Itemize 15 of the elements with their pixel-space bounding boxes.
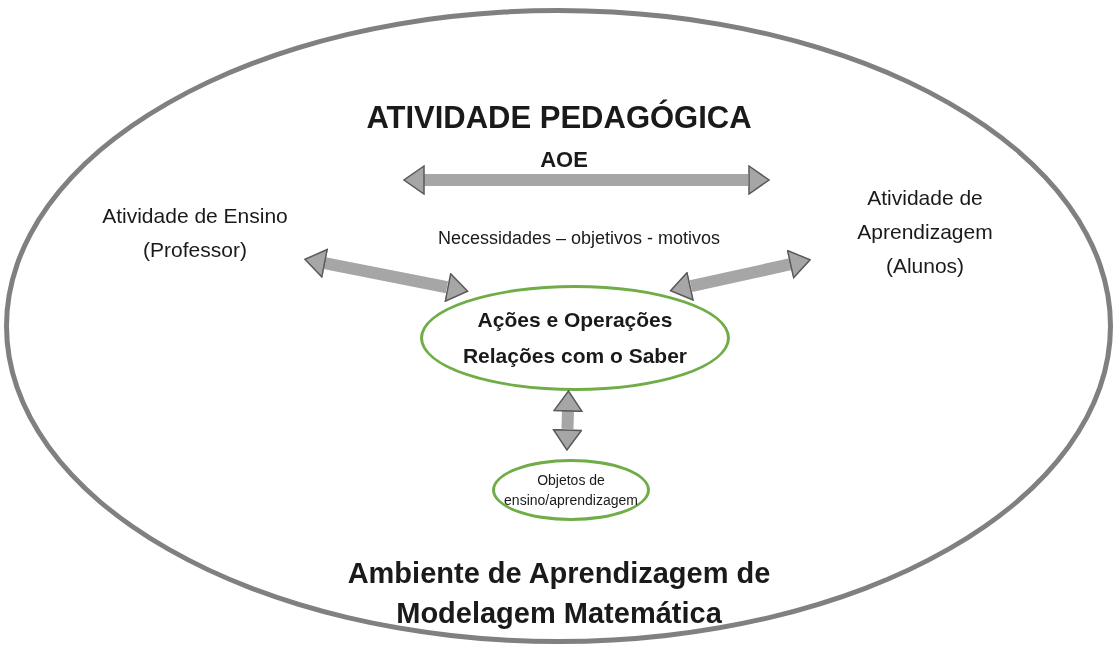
arrow-caption: Necessidades – objetivos - motivos [436,227,722,250]
node-text: Atividade de Ensino (Professor) [101,203,289,263]
double-arrow [304,248,469,302]
ellipse [492,459,650,521]
double-arrow [669,249,811,301]
node-text: Objetos de ensino/aprendizagem [503,471,639,510]
node-text: Ações e Operações [477,307,673,333]
ellipse [4,8,1113,644]
arrow-label: AOE [539,146,589,174]
node-text: Relações com o Saber [462,343,688,369]
ellipse [420,285,730,391]
title: ATIVIDADE PEDAGÓGICA [365,98,753,137]
node-text: Atividade de Aprendizagem (Alunos) [856,185,994,279]
bottom-heading: Ambiente de Aprendizagem de Modelagem Matemática [346,556,772,631]
double-arrow [552,390,583,451]
